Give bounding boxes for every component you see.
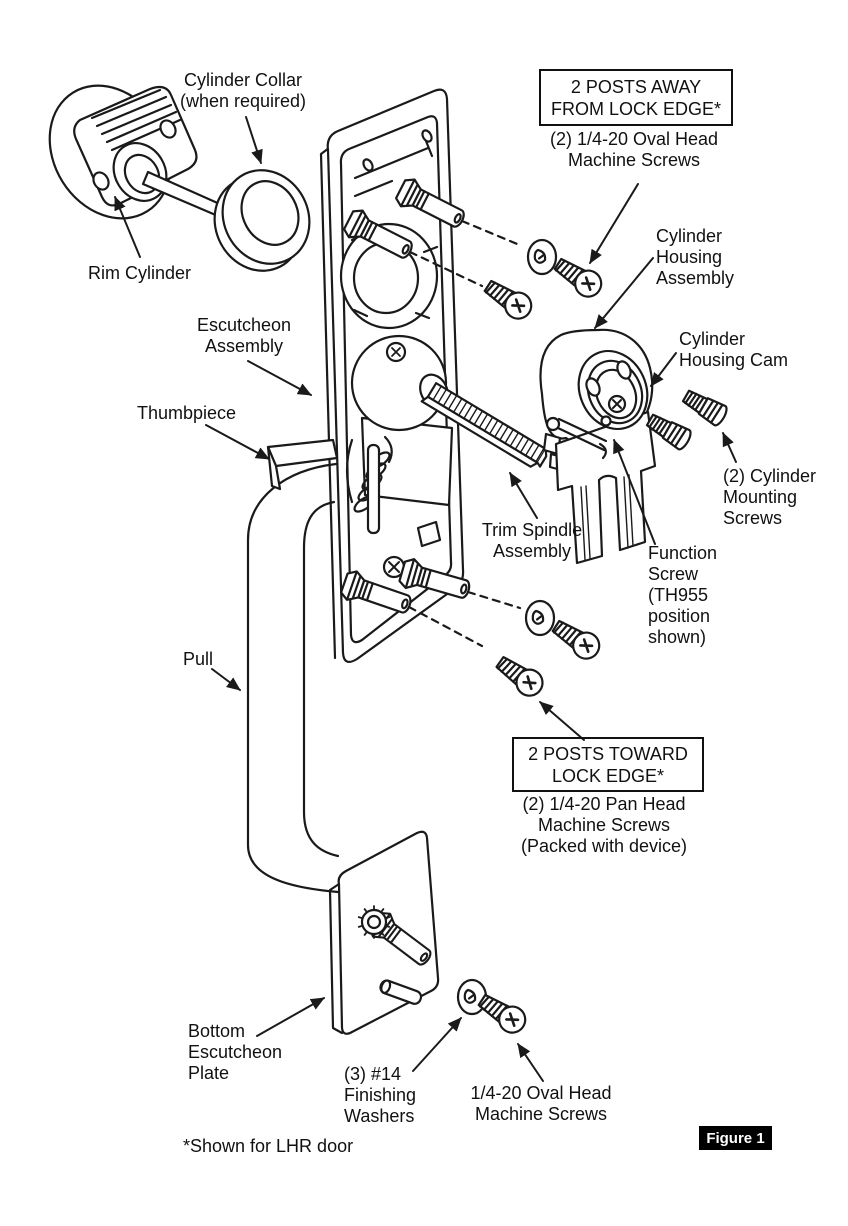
label-pull: Pull	[183, 649, 214, 669]
dashed-line-top-1	[460, 219, 524, 248]
arrow-to-housing-assembly	[594, 257, 654, 329]
label-thumbpiece: Thumbpiece	[137, 403, 237, 423]
rim-cylinder-drawing	[48, 84, 229, 220]
pan-screw-bottom	[491, 650, 549, 703]
label-cylinder-collar: Cylinder Collar (when required)	[179, 70, 307, 111]
oval-screw-top-2	[479, 273, 538, 325]
label-function-screw: Function Screw (TH955 position shown)	[648, 543, 718, 647]
callout-box-posts-away: 2 POSTS AWAY FROM LOCK EDGE*	[539, 69, 733, 126]
label-finishing-washers: (3) #14 Finishing Washers	[344, 1064, 417, 1126]
arrow-to-oval-screws-top	[589, 183, 639, 264]
finishing-washer-mid	[524, 599, 556, 637]
dashed-line-top-2	[408, 250, 484, 288]
label-bottom-escutcheon-plate: Bottom Escutcheon Plate	[188, 1021, 283, 1083]
oval-screw-bottommost	[473, 987, 532, 1039]
label-oval-head-screws-top: (2) 1/4-20 Oval Head Machine Screws	[549, 129, 719, 170]
figure-badge: Figure 1	[699, 1126, 772, 1150]
oval-screw-mid	[547, 613, 606, 665]
bottom-escutcheon-plate-drawing	[328, 830, 440, 1035]
dashed-line-bottom-2	[407, 605, 484, 648]
finishing-washer-top	[526, 238, 558, 276]
arrow-to-cylinder-collar	[245, 116, 263, 164]
callout-box-posts-toward: 2 POSTS TOWARD LOCK EDGE*	[512, 737, 704, 792]
arrow-to-pan-screws	[539, 701, 585, 741]
arrow-to-pull	[211, 668, 241, 691]
function-screw-part	[600, 415, 612, 427]
label-trim-spindle-assembly: Trim Spindle Assembly	[481, 520, 583, 561]
arrow-to-rim-cylinder	[114, 196, 141, 258]
label-cylinder-housing-cam: Cylinder Housing Cam	[679, 329, 789, 370]
arrow-to-oval-screws-bottom	[517, 1043, 544, 1082]
dashed-line-bottom-1	[466, 590, 522, 610]
label-cylinder-mounting-screws: (2) Cylinder Mounting Screws	[723, 466, 817, 528]
label-rim-cylinder: Rim Cylinder	[88, 263, 192, 283]
leader-arrows	[114, 116, 737, 1082]
cylinder-collar-drawing	[213, 169, 311, 272]
pull-handle-drawing	[246, 462, 340, 894]
cylinder-mounting-screws-drawing	[643, 385, 731, 453]
label-escutcheon-assembly: Escutcheon Assembly	[196, 315, 292, 356]
arrow-to-function-screw	[613, 439, 656, 545]
arrow-to-mounting-screws	[722, 432, 737, 463]
label-oval-head-screws-bottom: 1/4-20 Oval Head Machine Screws	[470, 1083, 612, 1124]
label-cylinder-housing-assembly: Cylinder Housing Assembly	[656, 226, 735, 288]
figure-footnote: *Shown for LHR door	[183, 1136, 354, 1156]
trim-spindle-drawing	[420, 382, 548, 468]
hub-spring-drawing	[345, 334, 449, 535]
cylinder-housing-drawing	[539, 328, 657, 565]
arrow-to-escutcheon-assembly	[247, 360, 312, 396]
arrow-to-bottom-plate	[256, 997, 325, 1037]
arrow-to-thumbpiece	[205, 424, 270, 460]
arrow-to-housing-cam	[650, 352, 677, 387]
label-pan-head-screws: (2) 1/4-20 Pan Head Machine Screws (Pack…	[520, 794, 688, 856]
thumbpiece-drawing	[266, 438, 339, 491]
bottom-posts-drawing	[338, 555, 474, 621]
arrow-to-finishing-washers	[412, 1017, 462, 1072]
arrow-to-trim-spindle	[509, 472, 538, 519]
oval-screw-top-1	[549, 251, 608, 303]
